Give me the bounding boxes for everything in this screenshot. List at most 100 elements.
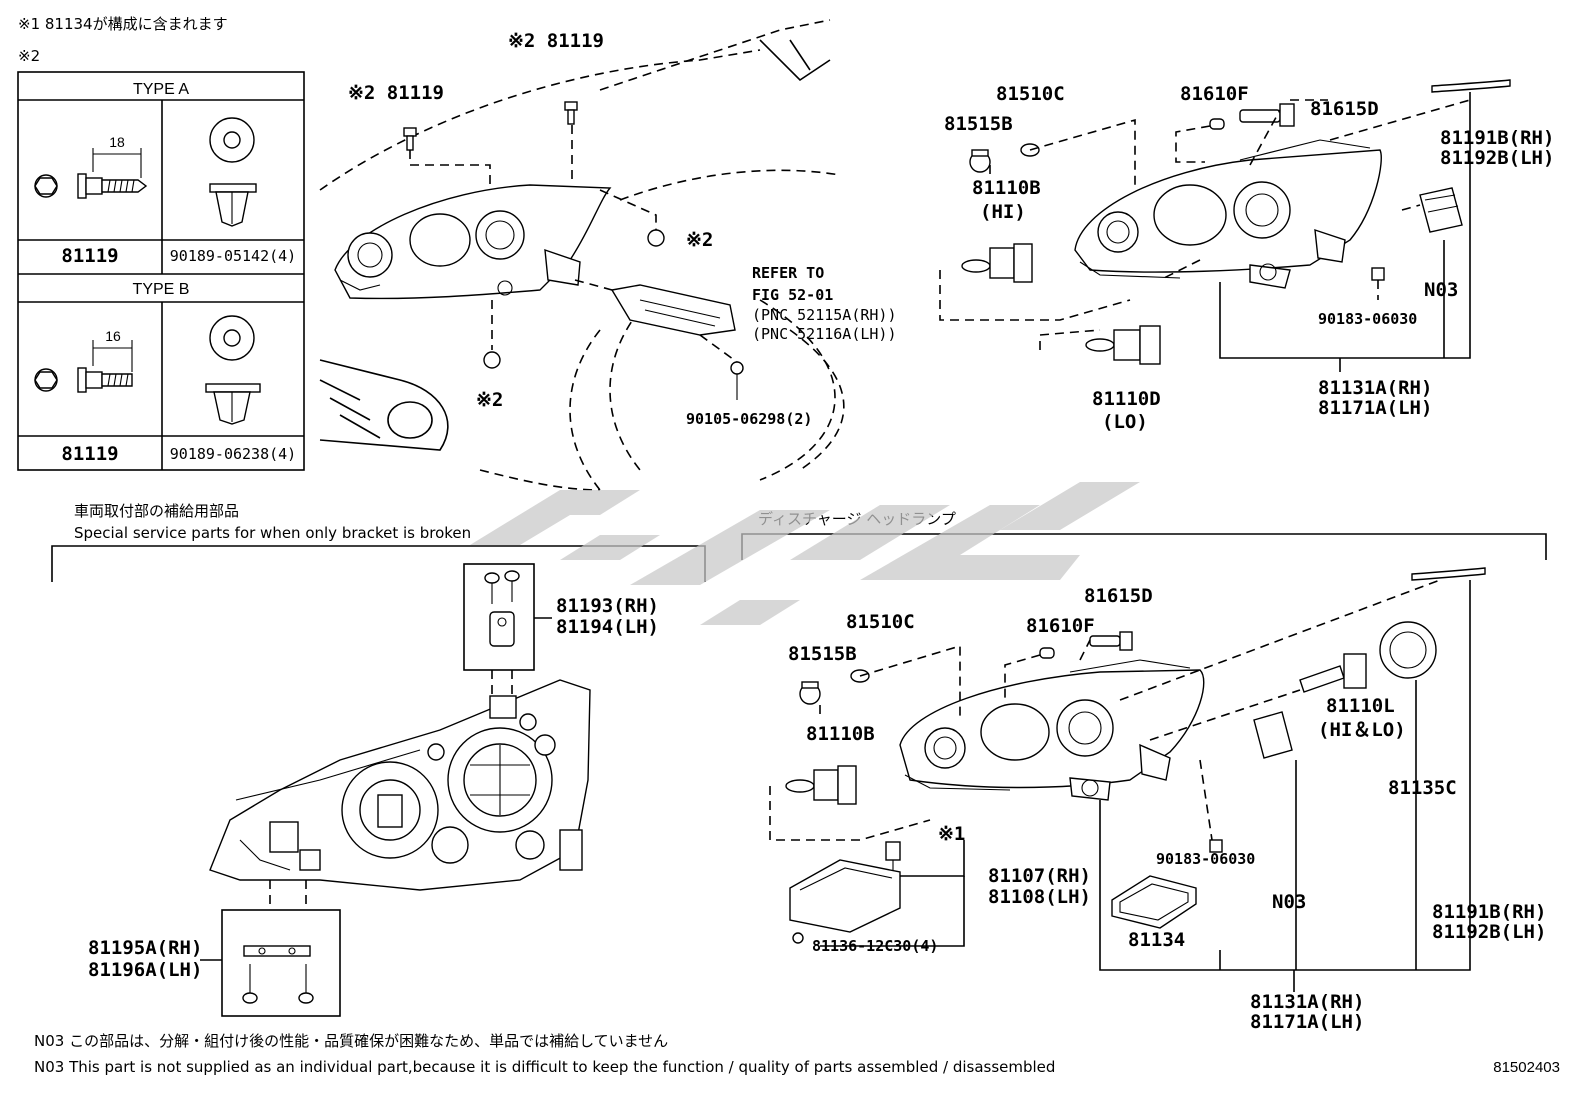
bracket-section-en: Special service parts for when only brac… — [74, 524, 471, 542]
discharge-81136: 81136-12C30(4) — [812, 937, 938, 955]
cover-n03 — [1419, 187, 1463, 233]
halogen-hi: (HI) — [980, 201, 1026, 223]
bulb-81110b — [961, 243, 1033, 283]
discharge-81110b: 81110B — [806, 723, 875, 745]
bracket-section-jp: 車両取付部の補給用部品 — [74, 502, 239, 520]
halogen-81191b: 81191B(RH) — [1440, 127, 1554, 149]
cap-label-strip — [1431, 79, 1511, 93]
headlamp-assembly — [899, 659, 1205, 801]
socket-81615d — [1089, 631, 1133, 651]
cover-n03 — [1253, 711, 1293, 759]
discharge-hilo: (HI＆LO) — [1318, 719, 1406, 741]
discharge-81171a: 81171A(LH) — [1250, 1011, 1364, 1033]
clip-icon — [205, 315, 261, 425]
label-clip-bottom: ※2 — [476, 389, 503, 411]
fastener-table: TYPE A TYPE B 18 81119 90189-05142(4) — [17, 71, 305, 471]
halogen-81610f: 81610F — [1180, 83, 1249, 105]
bracket-81195a: 81195A(RH) — [88, 937, 202, 959]
discharge-81515b: 81515B — [788, 643, 857, 665]
halogen-81110b: 81110B — [972, 177, 1041, 199]
clip-icon — [483, 351, 501, 369]
bulb-81110d — [1085, 325, 1161, 365]
note-81134: ※1 81134が構成に含まれます — [18, 15, 228, 33]
bulb-81110b — [785, 765, 857, 805]
discharge-90183: 90183-06030 — [1156, 850, 1255, 868]
label-81119-left: ※2 81119 — [348, 82, 444, 104]
screw-icon — [730, 361, 744, 400]
bolt-icon: 16 — [34, 328, 133, 393]
halogen-headlamp-group: 81510C 81515B 81610F 81615D 81110B (HI) … — [939, 79, 1554, 433]
discharge-81615d: 81615D — [1084, 585, 1153, 607]
discharge-81135c: 81135C — [1388, 777, 1457, 799]
screw-icon — [792, 839, 1223, 944]
refer-line3: (PNC 52115A(RH)) — [752, 306, 897, 324]
socket-81515b — [969, 149, 991, 173]
type-a-title: TYPE A — [133, 81, 189, 98]
bolt-icon — [564, 101, 578, 125]
halogen-81192b: 81192B(LH) — [1440, 147, 1554, 169]
halogen-90183: 90183-06030 — [1318, 310, 1417, 328]
type-b-clip-pn: 90189-06238(4) — [170, 445, 296, 463]
footnote-jp: N03 この部品は、分解・組付け後の性能・品質確保が困難なため、単品では補給して… — [34, 1032, 668, 1050]
halogen-81110d: 81110D — [1092, 388, 1161, 410]
bulb-81610f — [1039, 647, 1055, 659]
discharge-81134: 81134 — [1128, 929, 1185, 951]
label-screw: 90105-06298(2) — [686, 410, 812, 428]
discharge-81191b: 81191B(RH) — [1432, 901, 1546, 923]
refer-line2: FIG 52-01 — [752, 286, 833, 304]
footnote-en: N03 This part is not supplied as an indi… — [34, 1058, 1055, 1076]
type-a-dimension: 18 — [109, 134, 125, 150]
type-b-bolt-pn: 81119 — [61, 443, 118, 465]
watermark-logo — [470, 482, 1140, 625]
headlamp-assembly — [334, 184, 612, 300]
bulb-81610f — [1209, 118, 1225, 130]
label-81119-top: ※2 81119 — [508, 30, 604, 52]
discharge-81610f: 81610F — [1026, 615, 1095, 637]
clip-icon — [1371, 267, 1385, 281]
halogen-81171a: 81171A(LH) — [1318, 397, 1432, 419]
bolt-icon — [403, 127, 417, 151]
refer-line4: (PNC 52116A(LH)) — [752, 325, 897, 343]
gasket-81134 — [1111, 875, 1197, 929]
discharge-81192b: 81192B(LH) — [1432, 921, 1546, 943]
halogen-lo: (LO) — [1102, 411, 1148, 433]
ballast-81107 — [789, 841, 901, 933]
bracket-81194: 81194(LH) — [556, 616, 659, 638]
screw-icon — [484, 570, 520, 604]
socket-81515b — [799, 681, 821, 705]
clip-icon — [647, 229, 665, 247]
halogen-81515b: 81515B — [944, 113, 1013, 135]
halogen-81615d: 81615D — [1310, 98, 1379, 120]
screw-icon — [242, 964, 314, 1004]
clip-icon — [209, 117, 257, 227]
bracket-81196a: 81196A(LH) — [88, 959, 202, 981]
halogen-81131a: 81131A(RH) — [1318, 377, 1432, 399]
cap-label-strip — [1411, 567, 1486, 581]
discharge-81131a: 81131A(RH) — [1250, 991, 1364, 1013]
figure-id: 81502403 — [1493, 1059, 1560, 1076]
bracket-piece — [610, 284, 736, 336]
type-b-title: TYPE B — [133, 281, 190, 298]
socket-81615d — [1239, 103, 1295, 127]
type-a-bolt-pn: 81119 — [61, 245, 118, 267]
headlamp-rear-view — [209, 679, 591, 891]
label-clip-right: ※2 — [686, 229, 713, 251]
bracket-repair-group: 81193(RH) 81194(LH) 81195A(RH) 81196A(LH… — [88, 563, 659, 1017]
bracket-81193: 81193(RH) — [556, 595, 659, 617]
discharge-n03: N03 — [1272, 891, 1306, 913]
discharge-81510c: 81510C — [846, 611, 915, 633]
discharge-81110l: 81110L — [1326, 695, 1395, 717]
halogen-n03: N03 — [1424, 279, 1458, 301]
halogen-81510c: 81510C — [996, 83, 1065, 105]
bulb-81110l — [1299, 653, 1367, 693]
refer-line1: REFER TO — [752, 264, 824, 282]
type-b-dimension: 16 — [105, 328, 121, 344]
discharge-81108: 81108(LH) — [988, 886, 1091, 908]
note-ref2: ※2 — [18, 47, 40, 65]
discharge-81107: 81107(RH) — [988, 865, 1091, 887]
headlamp-assembly — [1074, 139, 1382, 289]
bolt-icon: 18 — [34, 134, 148, 199]
vehicle-front-view: ※2 81119 ※2 81119 ※2 ※2 REFER TO FIG 52-… — [319, 19, 897, 491]
